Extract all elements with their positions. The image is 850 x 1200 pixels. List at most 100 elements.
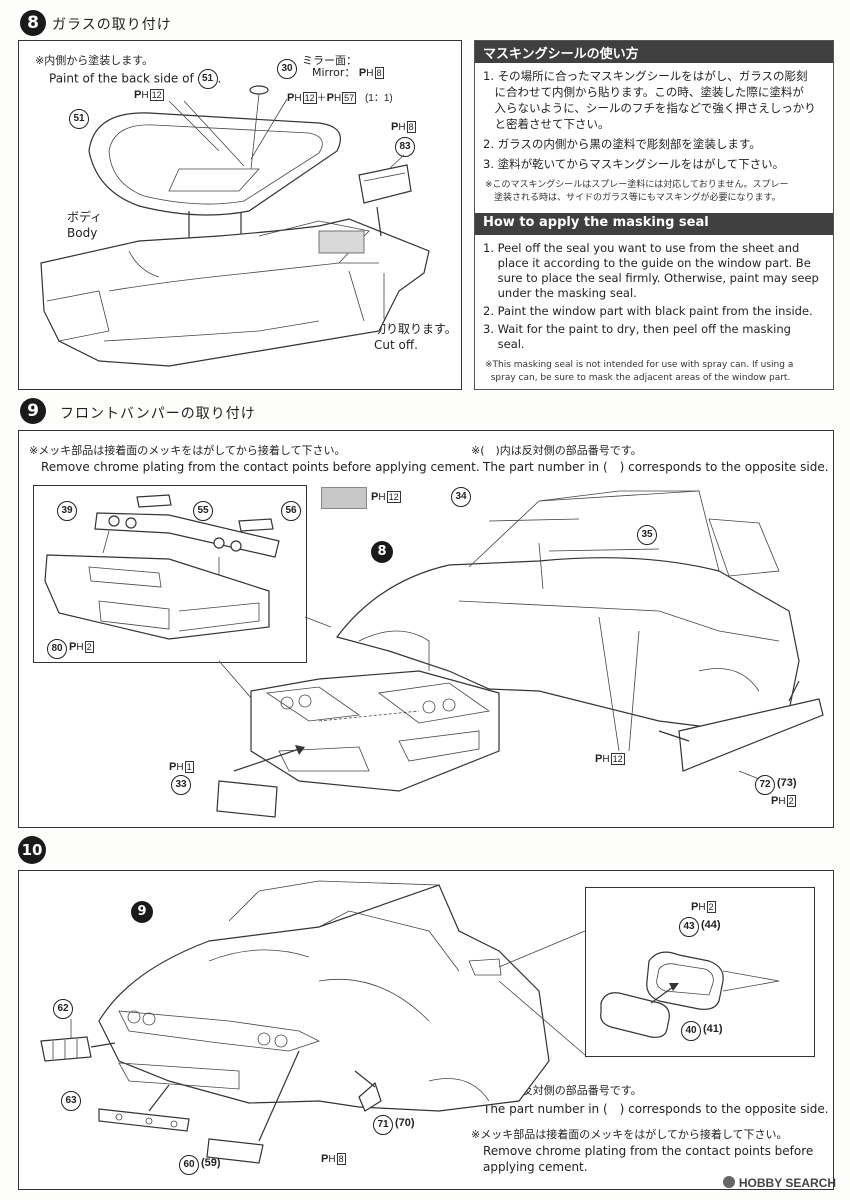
part-73: (73) bbox=[777, 777, 797, 789]
step-10-note2-en2: applying cement. bbox=[483, 1160, 588, 1174]
paint-ph8-mirror-num: 8 bbox=[406, 121, 416, 133]
part-70: (70) bbox=[395, 1117, 415, 1129]
mix-a-num: 12 bbox=[302, 92, 317, 104]
part-55: 55 bbox=[193, 501, 213, 521]
body-label-en: Body bbox=[67, 226, 98, 240]
paint-ph12-window-num: 12 bbox=[149, 89, 164, 101]
step-10-note1-en: The part number in ( ) corresponds to th… bbox=[483, 1102, 829, 1116]
part-51-note: 51 bbox=[197, 69, 218, 89]
mirror-paint-num-10: 2 bbox=[706, 901, 716, 913]
step-10-note2-en1: Remove chrome plating from the contact p… bbox=[483, 1144, 814, 1158]
masking-en-5: 2. Paint the window part with black pain… bbox=[483, 304, 813, 318]
part-43: 43 bbox=[679, 917, 699, 937]
part-60: 60 bbox=[179, 1155, 199, 1175]
step-10-badge: 10 bbox=[18, 836, 46, 864]
masking-en-6: 3. Wait for the paint to dry, then peel … bbox=[483, 322, 791, 336]
part-41: (41) bbox=[703, 1023, 723, 1035]
part-40: 40 bbox=[681, 1021, 701, 1041]
cut-off-jp: 切り取ります。 bbox=[374, 322, 457, 336]
part-44: (44) bbox=[701, 919, 721, 931]
step-10-illustration bbox=[40, 880, 780, 1164]
part-80: 80 bbox=[47, 639, 67, 659]
masking-en-2: place it according to the guide on the w… bbox=[483, 256, 811, 270]
mix-ratio: (1：1) bbox=[364, 93, 393, 104]
step-9-title: フロントバンパーの取り付け bbox=[60, 406, 256, 422]
hobby-search-watermark: HOBBY SEARCH bbox=[722, 1176, 836, 1190]
step-9-ph12-num: 12 bbox=[610, 753, 625, 765]
part-63: 63 bbox=[61, 1091, 81, 1111]
masking-en-1: 1. Peel off the seal you want to use fro… bbox=[483, 241, 800, 255]
step-8-title: ガラスの取り付け bbox=[52, 17, 172, 33]
mirror-paint-num: 8 bbox=[374, 67, 384, 79]
hobby-search-text: HOBBY SEARCH bbox=[738, 1176, 836, 1190]
part-80-paint-num: 2 bbox=[84, 641, 94, 653]
step-8-note-en: Paint of the back side of 51. bbox=[49, 69, 221, 89]
part-60-paint-num: 8 bbox=[336, 1153, 346, 1165]
part-33: 33 bbox=[171, 775, 191, 795]
masking-jp-6: 3. 塗料が乾いてからマスキングシールをはがして下さい。 bbox=[483, 157, 785, 171]
masking-en-small-2: spray can, be sure to mask the adjacent … bbox=[485, 373, 791, 383]
mix-b-num: 57 bbox=[342, 92, 357, 104]
part-34: 34 bbox=[451, 487, 471, 507]
step-8-badge: 8 bbox=[20, 10, 46, 36]
masking-jp-3: 入らないように、シールのフチを指などで強く押さえしっかり bbox=[483, 101, 816, 115]
masking-jp-small-2: 塗装される時は、サイドのガラス等にもマスキングが必要になります。 bbox=[485, 193, 781, 203]
swatch-ph12-num: 12 bbox=[386, 491, 401, 503]
masking-en-7: seal. bbox=[483, 337, 525, 351]
part-33-paint-num: 1 bbox=[184, 761, 194, 773]
step-8-panel: ※内側から塗装します。 Paint of the back side of 51… bbox=[18, 40, 462, 390]
step-9-panel: ※メッキ部品は接着面のメッキをはがしてから接着して下さい。 Remove chr… bbox=[18, 430, 834, 828]
part-71: 71 bbox=[373, 1115, 393, 1135]
step-9-note1-jp: ※メッキ部品は接着面のメッキをはがしてから接着して下さい。 bbox=[29, 444, 346, 457]
part-72-paint-num: 2 bbox=[786, 795, 796, 807]
step-9-note1-en: Remove chrome plating from the contact p… bbox=[41, 460, 480, 474]
step-8-illustration bbox=[40, 85, 430, 367]
paint-swatch bbox=[321, 487, 367, 509]
masking-jp-5: 2. ガラスの内側から黒の塗料で彫刻部を塗装します。 bbox=[483, 137, 761, 151]
step-9-note2-en: The part number in ( ) corresponds to th… bbox=[483, 460, 829, 474]
part-83: 83 bbox=[395, 137, 415, 157]
masking-jp-4: と密着させて下さい。 bbox=[483, 117, 610, 131]
masking-en-4: under the masking seal. bbox=[483, 286, 637, 300]
part-30: 30 bbox=[277, 59, 297, 79]
masking-en-small-1: ※This masking seal is not intended for u… bbox=[485, 360, 794, 370]
part-59: (59) bbox=[201, 1157, 221, 1169]
step-9-illustration bbox=[44, 490, 824, 818]
body-label-jp: ボディ bbox=[67, 210, 103, 224]
step-9-note2-jp: ※( )内は反対側の部品番号です。 bbox=[471, 444, 642, 457]
step-8-note-jp: ※内側から塗装します。 bbox=[35, 54, 154, 67]
ref-step-9-badge: 9 bbox=[131, 901, 153, 923]
masking-seal-panel: マスキングシールの使い方 1. その場所に合ったマスキングシールをはがし、ガラス… bbox=[474, 40, 834, 390]
step-9-badge: 9 bbox=[20, 398, 46, 424]
step-8-note-en-text: Paint of the back side of bbox=[49, 71, 194, 86]
masking-en-3: sure to place the seal firmly. Otherwise… bbox=[483, 271, 819, 285]
mirror-label-jp: ミラー面： bbox=[302, 54, 357, 67]
ref-step-8-badge: 8 bbox=[371, 541, 393, 563]
step-10-note2-jp: ※メッキ部品は接着面のメッキをはがしてから接着して下さい。 bbox=[471, 1128, 788, 1141]
cut-off-en: Cut off. bbox=[374, 338, 418, 352]
masking-jp-small-1: ※このマスキングシールはスプレー塗料には対応しておりません。スプレー bbox=[485, 180, 789, 190]
masking-jp-1: 1. その場所に合ったマスキングシールをはがし、ガラスの彫刻 bbox=[483, 69, 808, 83]
part-56: 56 bbox=[281, 501, 301, 521]
part-62: 62 bbox=[53, 999, 73, 1019]
part-39: 39 bbox=[57, 501, 77, 521]
masking-head-en: How to apply the masking seal bbox=[475, 213, 833, 235]
hobby-search-logo-icon bbox=[722, 1176, 735, 1188]
part-72: 72 bbox=[755, 775, 775, 795]
mirror-label-en-text: Mirror： bbox=[312, 66, 356, 79]
masking-jp-2: に合わせて内側から貼ります。この時、塗装した際に塗料が bbox=[483, 85, 804, 99]
part-51: 51 bbox=[69, 109, 89, 129]
